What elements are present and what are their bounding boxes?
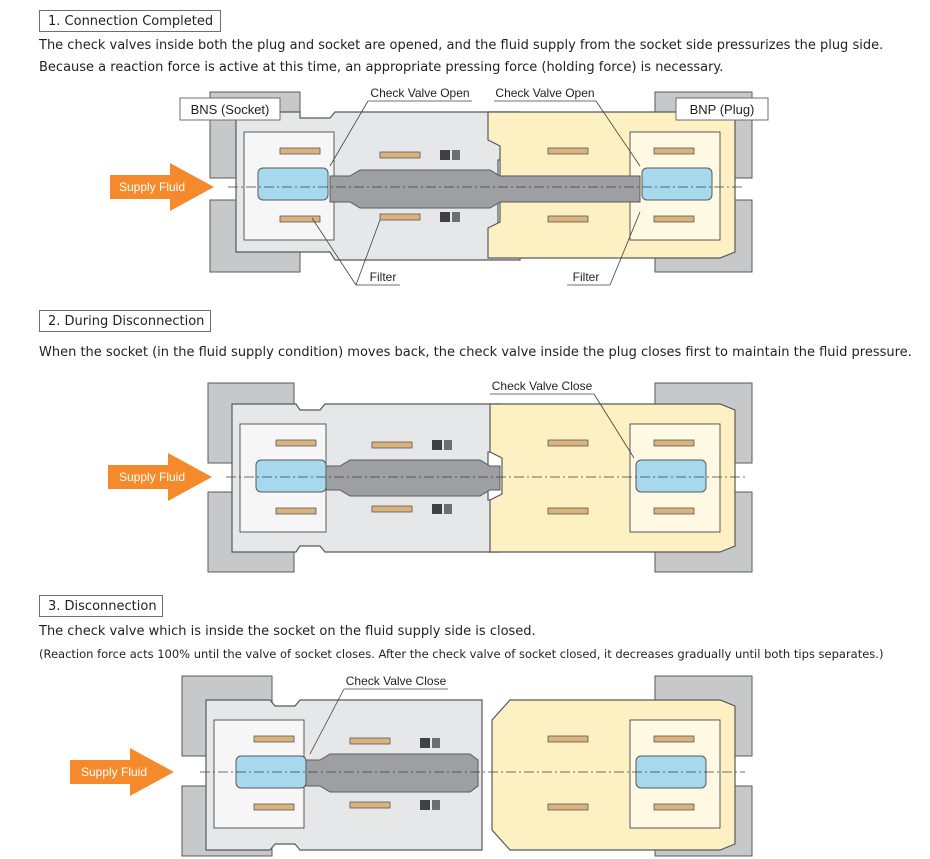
valve-stem [304,753,479,793]
o-ring [452,212,460,222]
o-ring [432,504,442,514]
section-3-line-1: The check valve which is inside the sock… [39,624,536,639]
seal [349,801,391,809]
diagram-1: Supply Fluid BNS (Socket) BNP (Plug) Che… [110,86,769,286]
check-valve-close-label: Check Valve Close [492,379,593,393]
seal [371,505,413,513]
seal [547,803,589,811]
plug-check-valve [635,459,707,493]
section-3-line-2: (Reaction force acts 100% until the valv… [39,647,884,661]
o-ring [432,738,440,748]
o-ring [444,440,452,450]
supply-label: Supply Fluid [119,180,185,194]
check-valve-close-label: Check Valve Close [346,674,447,688]
plug-label-box [675,97,769,121]
o-ring [452,150,460,160]
leader-line [329,100,369,167]
seal [275,507,317,515]
seal [653,507,695,515]
valve-stem [329,169,641,209]
leader-line [593,393,635,459]
seal [547,507,589,515]
diagram-2: Supply Fluid Check Valve Close [108,379,753,573]
seal [547,215,589,223]
o-ring [444,504,452,514]
section-3-title: 3. Disconnection [39,595,163,617]
seal [349,737,391,745]
check-valve-open-left-label: Check Valve Open [370,86,469,100]
filter-left-label: Filter [370,270,397,284]
seal [371,441,413,449]
o-ring [420,800,430,810]
seal [653,147,695,155]
supply-label: Supply Fluid [119,470,185,484]
section-1-title: 1. Connection Completed [39,10,221,32]
o-ring [432,440,442,450]
o-ring [440,150,450,160]
section-2-title: 2. During Disconnection [39,310,211,332]
leader-line [311,217,357,286]
diagram-3: Supply Fluid Check Valve Close [70,674,753,857]
check-valve-open-right-label: Check Valve Open [495,86,594,100]
leader-line [595,100,641,167]
leader-line [355,219,381,286]
o-ring [420,738,430,748]
seal [653,439,695,447]
seal [379,213,421,221]
o-ring [432,800,440,810]
seal [653,803,695,811]
seal [253,735,295,743]
leader-line [609,211,641,286]
plug-label: BNP (Plug) [690,102,755,117]
socket-check-valve [255,459,327,493]
supply-arrow [108,453,212,501]
socket-label: BNS (Socket) [191,102,270,117]
plug-check-valve [641,167,713,201]
seal [379,151,421,159]
supply-arrow [70,748,174,796]
seal [547,439,589,447]
section-1-line-2: Because a reaction force is active at th… [39,60,724,75]
seal [275,439,317,447]
seal [547,735,589,743]
seal [279,215,321,223]
seal [547,147,589,155]
socket-label-box [179,97,281,121]
supply-arrow [110,163,214,211]
leader-line [309,688,345,755]
seal [253,803,295,811]
section-2-line-1: When the socket (in the fluid supply con… [39,345,912,360]
filter-right-label: Filter [573,270,600,284]
supply-label: Supply Fluid [81,765,147,779]
seal [653,735,695,743]
socket-check-valve [257,167,329,201]
seal [653,215,695,223]
seal [279,147,321,155]
section-1-line-1: The check valves inside both the plug an… [39,38,884,53]
valve-stem [325,459,501,497]
o-ring [440,212,450,222]
